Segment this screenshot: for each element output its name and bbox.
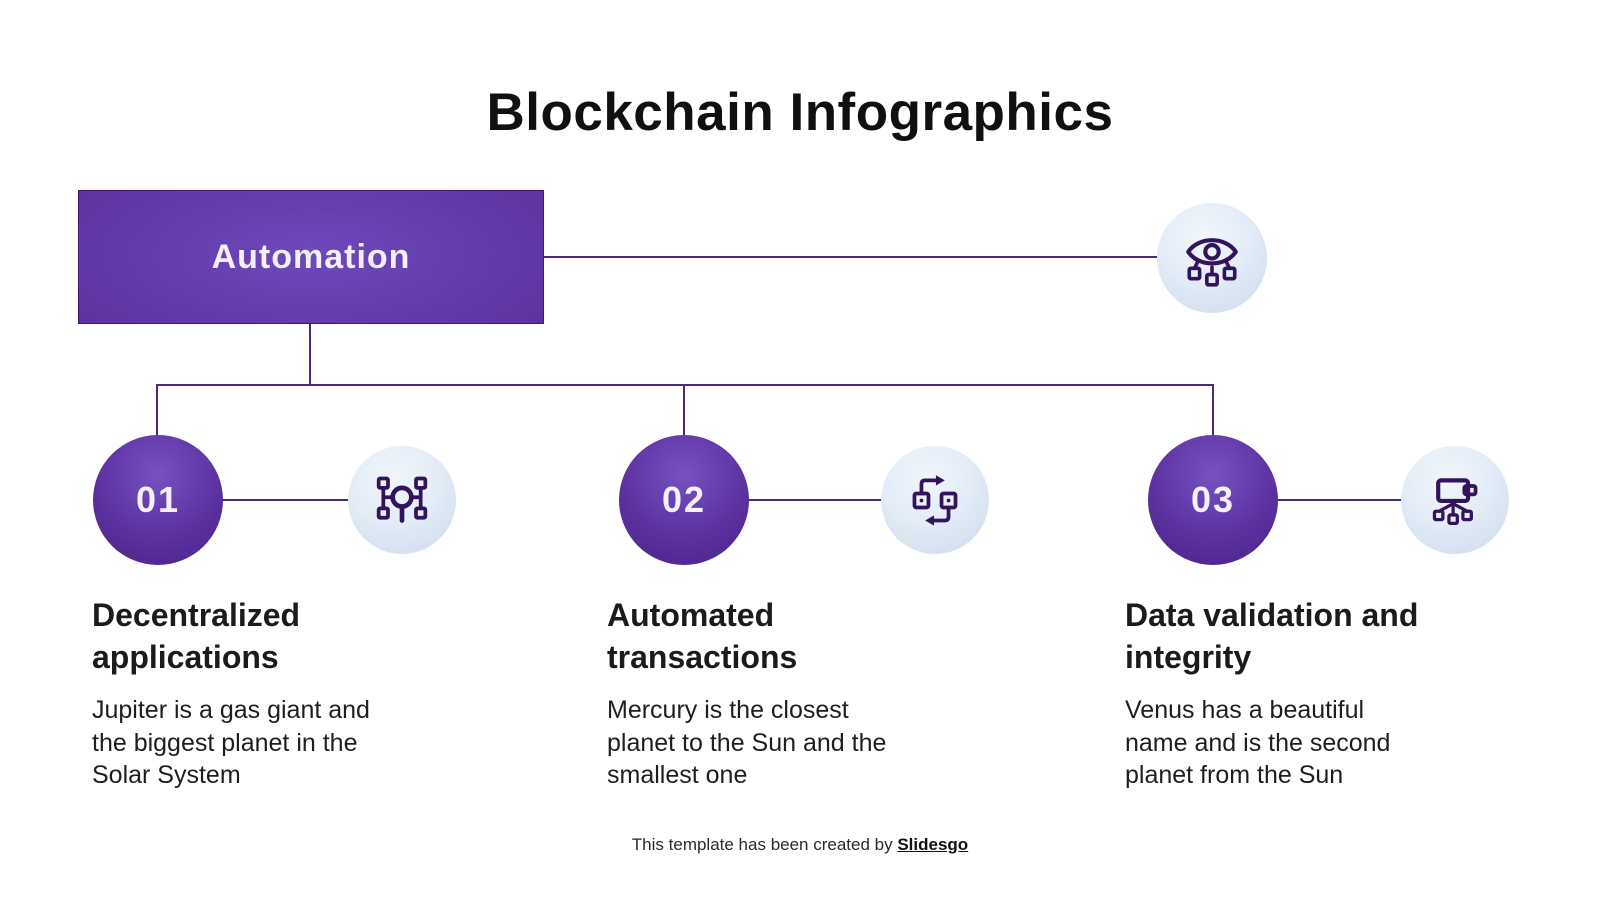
branch-description: Mercury is the closest planet to the Sun… xyxy=(607,696,887,790)
step-number: 01 xyxy=(135,479,181,520)
branch-section-01: Decentralized applications Jupiter is a … xyxy=(92,594,552,792)
branch-section-03: Data validation and integrity Venus has … xyxy=(1125,594,1585,792)
step-number: 02 xyxy=(661,479,707,520)
network-hub-icon xyxy=(376,476,428,523)
step-circle-03: 03 xyxy=(1148,435,1278,565)
root-node-automation: Automation xyxy=(78,190,544,324)
step-number: 03 xyxy=(1190,479,1236,520)
step-icon-badge-03 xyxy=(1401,446,1509,554)
eye-network-icon xyxy=(1186,238,1238,287)
wallet-network-icon xyxy=(1432,478,1478,525)
step-circle-01: 01 xyxy=(93,435,223,565)
root-node-label: Automation xyxy=(211,237,411,276)
branch-section-02: Automated transactions Mercury is the cl… xyxy=(607,594,1067,792)
branch-description: Jupiter is a gas giant and the biggest p… xyxy=(92,696,370,790)
transactions-exchange-icon xyxy=(912,475,958,526)
footer-credit-text: This template has been created by xyxy=(631,835,898,854)
step-circle-02: 02 xyxy=(619,435,749,565)
branch-description: Venus has a beautiful name and is the se… xyxy=(1125,696,1391,790)
footer-credit: This template has been created by Slides… xyxy=(0,835,1600,855)
page-title: Blockchain Infographics xyxy=(486,83,1114,142)
root-icon-badge xyxy=(1157,203,1267,313)
branch-heading: Decentralized applications xyxy=(92,597,301,676)
slidesgo-link[interactable]: Slidesgo xyxy=(897,835,969,854)
step-icon-badge-02 xyxy=(881,446,989,554)
branch-heading: Automated transactions xyxy=(607,597,798,676)
branch-heading: Data validation and integrity xyxy=(1125,597,1419,676)
step-icon-badge-01 xyxy=(348,446,456,554)
